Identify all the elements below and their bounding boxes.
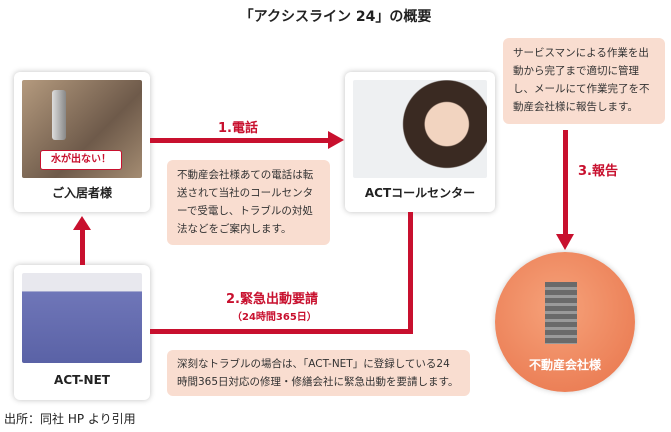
- step-3-label: 3.報告: [578, 164, 618, 179]
- arrow-up: [80, 228, 85, 265]
- workers-photo: [22, 273, 142, 363]
- call-center-label: ACTコールセンター: [364, 186, 476, 200]
- note-report: サービスマンによる作業を出動から完了まで適切に管理し、メールにて作業完了を不動産…: [503, 38, 665, 124]
- resident-card: 水が出ない！ ご入居者様: [14, 72, 150, 212]
- source-caption: 出所：同社 HP より引用: [4, 412, 136, 426]
- operator-photo: [353, 80, 487, 178]
- step-2-label: 2.緊急出動要請: [226, 292, 318, 307]
- arrow-report: [563, 130, 568, 236]
- building-icon: [545, 282, 577, 344]
- act-net-label: ACT-NET: [54, 373, 110, 387]
- faucet-icon: [52, 90, 66, 140]
- note-phone: 不動産会社様あての電話は転送されて当社のコールセンターで受電し、トラブルの対処法…: [167, 160, 330, 245]
- problem-badge: 水が出ない！: [40, 150, 122, 170]
- step-2-sub: （24時間365日）: [232, 312, 317, 323]
- arrow-head-icon: [556, 234, 574, 250]
- arrow-dispatch-horizontal: [150, 329, 413, 334]
- call-center-card: ACTコールセンター: [345, 72, 495, 212]
- act-net-card: ACT-NET: [14, 265, 150, 400]
- note-dispatch: 深刻なトラブルの場合は、「ACT-NET」に登録している24時間365日対応の修…: [167, 350, 470, 396]
- step-1-label: 1.電話: [218, 121, 258, 136]
- arrow-dispatch-vertical: [408, 212, 413, 334]
- arrow-head-icon: [328, 131, 344, 149]
- company-circle: 不動産会社様: [495, 252, 635, 392]
- arrow-phone: [150, 138, 330, 143]
- company-label: 不動産会社様: [528, 358, 601, 372]
- resident-label: ご入居者様: [51, 186, 112, 200]
- page-title: 「アクシスライン 24」の概要: [239, 9, 432, 25]
- arrow-head-icon: [73, 216, 91, 230]
